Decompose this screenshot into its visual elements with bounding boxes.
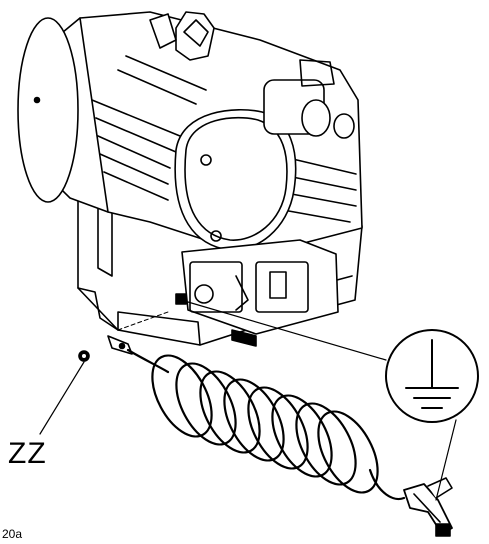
- top-connector: [149, 11, 215, 61]
- control-module: [175, 239, 339, 347]
- ground-lug: [107, 335, 133, 355]
- callout-leader: [39, 361, 85, 435]
- ground-wire-lead: [126, 348, 170, 374]
- ground-icon: [385, 329, 479, 423]
- ground-wire-coil: [151, 354, 379, 494]
- callout-label: ZZ: [8, 437, 47, 470]
- clamp-leader: [435, 419, 457, 501]
- hidden-edge: [117, 311, 169, 331]
- figure-id: 20a: [2, 527, 23, 541]
- ground-clamp: [403, 477, 453, 537]
- ground-screw: [78, 350, 90, 362]
- symbol-leader: [187, 301, 387, 361]
- valve-cluster: [263, 59, 355, 139]
- ground-wire-tail: [368, 468, 406, 501]
- junction-box-cover: [174, 108, 297, 251]
